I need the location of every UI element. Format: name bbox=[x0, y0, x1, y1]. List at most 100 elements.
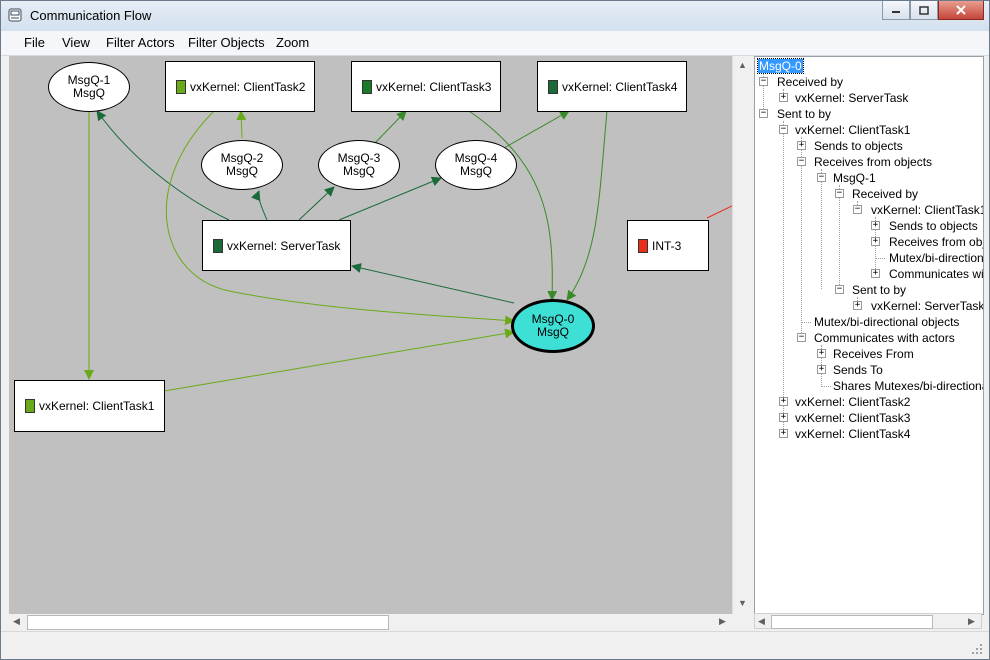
collapse-icon[interactable]: − bbox=[797, 332, 806, 342]
collapse-icon[interactable]: − bbox=[759, 108, 768, 118]
tree-client-task1-nested[interactable]: vxKernel: ClientTask1 bbox=[871, 203, 984, 217]
tree-server-task-2[interactable]: vxKernel: ServerTask bbox=[871, 299, 984, 313]
actor-label: vxKernel: ServerTask bbox=[227, 238, 341, 253]
actor-int3[interactable]: INT-3 bbox=[627, 220, 709, 271]
tree-msgq1[interactable]: MsgQ-1 bbox=[833, 171, 876, 185]
tree-root-msgq0[interactable]: MsgQ-0 bbox=[757, 58, 804, 74]
actor-color-swatch bbox=[362, 79, 372, 94]
graph-canvas[interactable]: vxKernel: ClientTask2 vxKernel: ClientTa… bbox=[9, 56, 732, 614]
close-button[interactable] bbox=[938, 1, 984, 20]
canvas-horizontal-scrollbar[interactable]: ◀ ▶ bbox=[9, 614, 732, 630]
scroll-right-icon[interactable]: ▶ bbox=[719, 616, 726, 626]
edge-client1-msgq0 bbox=[163, 328, 515, 392]
tree-horizontal-scrollbar[interactable]: ◀ ▶ bbox=[754, 613, 982, 629]
actor-client-task3[interactable]: vxKernel: ClientTask3 bbox=[351, 61, 501, 112]
actor-server-task[interactable]: vxKernel: ServerTask bbox=[202, 220, 351, 271]
collapse-icon[interactable]: − bbox=[817, 172, 826, 182]
app-icon bbox=[8, 8, 22, 22]
menu-zoom[interactable]: Zoom bbox=[276, 35, 310, 50]
tree-sends-to-objects-2[interactable]: Sends to objects bbox=[889, 219, 978, 233]
object-tree[interactable]: MsgQ-0 − Received by + vxKernel: ServerT… bbox=[754, 56, 984, 615]
tree-shares-mutexes[interactable]: Shares Mutexes/bi-directionals bbox=[833, 379, 984, 393]
tree-guide-line bbox=[801, 322, 811, 323]
tree-client-task1[interactable]: vxKernel: ClientTask1 bbox=[795, 123, 911, 137]
tree-communicates-with-actors[interactable]: Communicates with actors bbox=[814, 331, 955, 345]
edge-server-msgq4 bbox=[338, 176, 442, 221]
tree-communicates-with[interactable]: Communicates with bbox=[889, 267, 984, 281]
edge-msgq4-client4 bbox=[503, 110, 570, 149]
expand-icon[interactable]: + bbox=[817, 348, 826, 358]
tree-client-task4[interactable]: vxKernel: ClientTask4 bbox=[795, 427, 911, 441]
expand-icon[interactable]: + bbox=[871, 268, 880, 278]
minimize-icon bbox=[892, 11, 900, 13]
object-msgq1[interactable]: MsgQ-1 MsgQ bbox=[48, 62, 130, 112]
tree-sends-to[interactable]: Sends To bbox=[833, 363, 883, 377]
expand-icon[interactable]: + bbox=[871, 220, 880, 230]
actor-client-task2[interactable]: vxKernel: ClientTask2 bbox=[165, 61, 315, 112]
maximize-button[interactable] bbox=[910, 1, 938, 20]
resize-grip-icon[interactable] bbox=[971, 643, 983, 655]
tree-client-task2[interactable]: vxKernel: ClientTask2 bbox=[795, 395, 911, 409]
status-bar bbox=[1, 631, 989, 659]
collapse-icon[interactable]: − bbox=[797, 156, 806, 166]
collapse-icon[interactable]: − bbox=[835, 188, 844, 198]
actor-client-task4[interactable]: vxKernel: ClientTask4 bbox=[537, 61, 687, 112]
tree-guide-line bbox=[875, 258, 885, 259]
expand-icon[interactable]: + bbox=[779, 428, 788, 438]
menu-filter-actors[interactable]: Filter Actors bbox=[106, 35, 175, 50]
tree-mutex-bi-directiona[interactable]: Mutex/bi-directiona bbox=[889, 251, 984, 265]
tree-client-task3[interactable]: vxKernel: ClientTask3 bbox=[795, 411, 911, 425]
object-type: MsgQ bbox=[225, 164, 258, 178]
scroll-down-icon[interactable]: ▼ bbox=[738, 598, 747, 608]
expand-icon[interactable]: + bbox=[817, 364, 826, 374]
edge-client2-msgq0 bbox=[166, 110, 515, 326]
tree-sent-to-by-2[interactable]: Sent to by bbox=[852, 283, 907, 297]
collapse-icon[interactable]: − bbox=[779, 124, 788, 134]
tree-receives-from-objects[interactable]: Receives from objects bbox=[814, 155, 933, 169]
tree-receives-from[interactable]: Receives From bbox=[833, 347, 914, 361]
edge-client4-msgq0 bbox=[566, 110, 608, 301]
scrollbar-corner bbox=[732, 614, 750, 630]
expand-icon[interactable]: + bbox=[779, 92, 788, 102]
expand-icon[interactable]: + bbox=[779, 412, 788, 422]
object-msgq4[interactable]: MsgQ-4 MsgQ bbox=[435, 140, 517, 190]
object-msgq0-selected[interactable]: MsgQ-0 MsgQ bbox=[511, 299, 595, 353]
tree-sends-to-objects[interactable]: Sends to objects bbox=[814, 139, 903, 153]
collapse-icon[interactable]: − bbox=[759, 76, 768, 86]
tree-hscroll-thumb[interactable] bbox=[771, 615, 933, 629]
scroll-left-icon[interactable]: ◀ bbox=[13, 616, 20, 626]
collapse-icon[interactable]: − bbox=[853, 204, 862, 214]
tree-receives-from-obje[interactable]: Receives from obje bbox=[889, 235, 984, 249]
expand-icon[interactable]: + bbox=[853, 300, 862, 310]
actor-label: INT-3 bbox=[652, 238, 682, 253]
title-bar[interactable]: Communication Flow bbox=[1, 1, 989, 31]
scroll-up-icon[interactable]: ▲ bbox=[738, 60, 747, 70]
scroll-left-icon[interactable]: ◀ bbox=[758, 616, 765, 626]
object-msgq3[interactable]: MsgQ-3 MsgQ bbox=[318, 140, 400, 190]
expand-icon[interactable]: + bbox=[871, 236, 880, 246]
maximize-icon bbox=[919, 5, 929, 15]
actor-label: vxKernel: ClientTask3 bbox=[376, 79, 492, 94]
minimize-button[interactable] bbox=[882, 1, 910, 20]
menu-view[interactable]: View bbox=[62, 35, 90, 50]
object-type: MsgQ bbox=[72, 86, 105, 100]
tree-mutex-objects[interactable]: Mutex/bi-directional objects bbox=[814, 315, 960, 329]
scroll-right-icon[interactable]: ▶ bbox=[968, 616, 975, 626]
expand-icon[interactable]: + bbox=[779, 396, 788, 406]
tree-sent-to-by[interactable]: Sent to by bbox=[777, 107, 832, 121]
tree-guide-line bbox=[783, 121, 784, 435]
tree-received-by-2[interactable]: Received by bbox=[852, 187, 919, 201]
collapse-icon[interactable]: − bbox=[835, 284, 844, 294]
canvas-vertical-scrollbar[interactable]: ▲ ▼ bbox=[732, 56, 751, 614]
canvas-hscroll-thumb[interactable] bbox=[27, 615, 389, 630]
tree-rb-server-task[interactable]: vxKernel: ServerTask bbox=[795, 91, 909, 105]
expand-icon[interactable]: + bbox=[797, 140, 806, 150]
menu-bar: File View Filter Actors Filter Objects Z… bbox=[1, 31, 989, 56]
tree-received-by[interactable]: Received by bbox=[777, 75, 844, 89]
actor-client-task1[interactable]: vxKernel: ClientTask1 bbox=[14, 380, 165, 432]
object-name: MsgQ-2 bbox=[220, 151, 264, 165]
menu-file[interactable]: File bbox=[24, 35, 45, 50]
object-name: MsgQ-3 bbox=[337, 151, 381, 165]
menu-filter-objects[interactable]: Filter Objects bbox=[188, 35, 265, 50]
object-msgq2[interactable]: MsgQ-2 MsgQ bbox=[201, 140, 283, 190]
